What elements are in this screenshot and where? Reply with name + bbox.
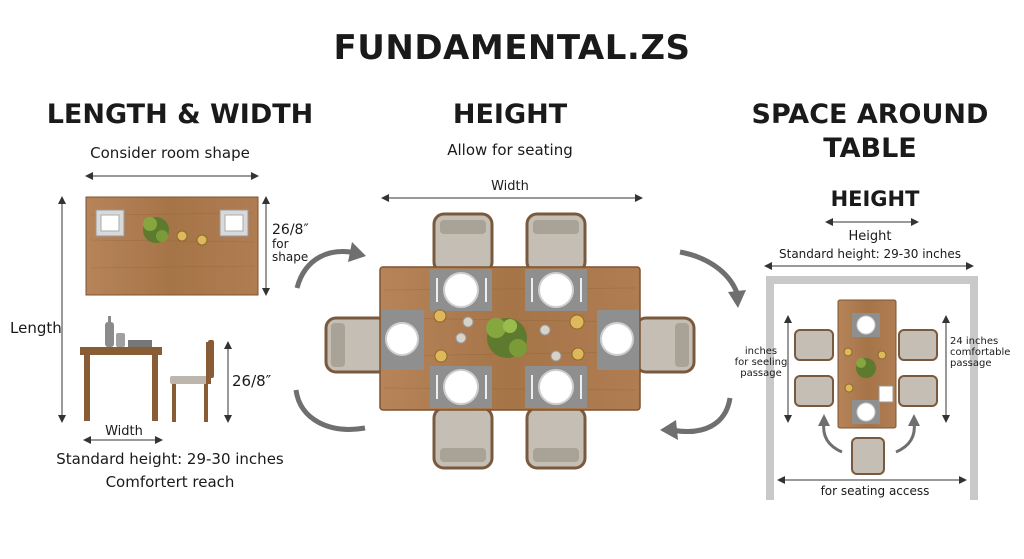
middle-width-label: Width	[491, 179, 529, 194]
chair-end-left	[324, 316, 390, 374]
setting-bottom-left	[430, 366, 492, 408]
left-side-dimension-label: 26/8″	[232, 372, 272, 390]
left-subtitle: Consider room shape	[90, 144, 250, 162]
left-centerpiece-plant	[143, 217, 208, 246]
left-width-label: Width	[105, 424, 143, 439]
right-curved-arrow-right	[895, 421, 916, 454]
left-top-dimension-note: for shape	[272, 237, 309, 264]
middle-centerpiece	[433, 309, 585, 363]
page-title: FUNDAMENTAL.ZS	[333, 28, 691, 68]
curved-arrow-top-left-head	[348, 242, 366, 262]
right-heading-line1: SPACE AROUND	[751, 99, 989, 130]
curved-arrow-bottom-right	[671, 397, 733, 434]
curved-arrow-top-right	[679, 249, 741, 297]
middle-subtitle: Allow for seating	[447, 141, 573, 159]
middle-place-settings	[382, 269, 639, 408]
right-right-passage-note: 24 inches comfortable passage	[950, 336, 1011, 369]
curved-arrow-bottom-right-head	[660, 420, 678, 440]
middle-chairs	[324, 212, 696, 470]
right-standard-height: Standard height: 29-30 inches	[779, 247, 961, 261]
chair-top-left	[432, 212, 494, 274]
setting-left-end	[382, 310, 424, 370]
setting-right-end	[597, 310, 639, 370]
chair-end-right	[634, 316, 696, 374]
left-heading: LENGTH & WIDTH	[46, 99, 314, 130]
chair-top-right	[525, 212, 587, 274]
right-curved-arrow-right-head	[908, 414, 920, 426]
setting-bottom-right	[525, 366, 587, 408]
left-reach-note: Comfortert reach	[105, 473, 235, 491]
chair-bottom-right	[525, 406, 587, 470]
left-top-dimension-label: 26/8″	[272, 222, 309, 238]
setting-top-left	[430, 269, 492, 311]
middle-heading: HEIGHT	[452, 99, 568, 130]
right-bottom-note: for seating access	[820, 484, 930, 498]
right-subheading: HEIGHT	[830, 187, 920, 211]
right-height-label: Height	[848, 229, 892, 244]
right-left-passage-note: inches for seeling passage	[734, 346, 788, 379]
room-walls	[766, 276, 978, 500]
chair-bottom-left	[432, 406, 494, 470]
setting-top-right	[525, 269, 587, 311]
right-table-settings	[843, 313, 894, 424]
left-place-setting-left	[95, 209, 125, 237]
left-standard-height: Standard height: 29-30 inches	[56, 450, 284, 468]
left-side-table	[80, 316, 162, 421]
left-place-setting-right	[219, 209, 249, 237]
curved-arrow-top-right-head	[728, 290, 746, 308]
right-curved-arrow-left-head	[818, 414, 830, 426]
right-heading-line2: TABLE	[823, 133, 917, 164]
left-length-label: Length	[10, 319, 62, 337]
curved-arrow-bottom-left	[293, 389, 366, 432]
right-chairs	[794, 329, 938, 475]
left-side-chair	[170, 340, 214, 422]
